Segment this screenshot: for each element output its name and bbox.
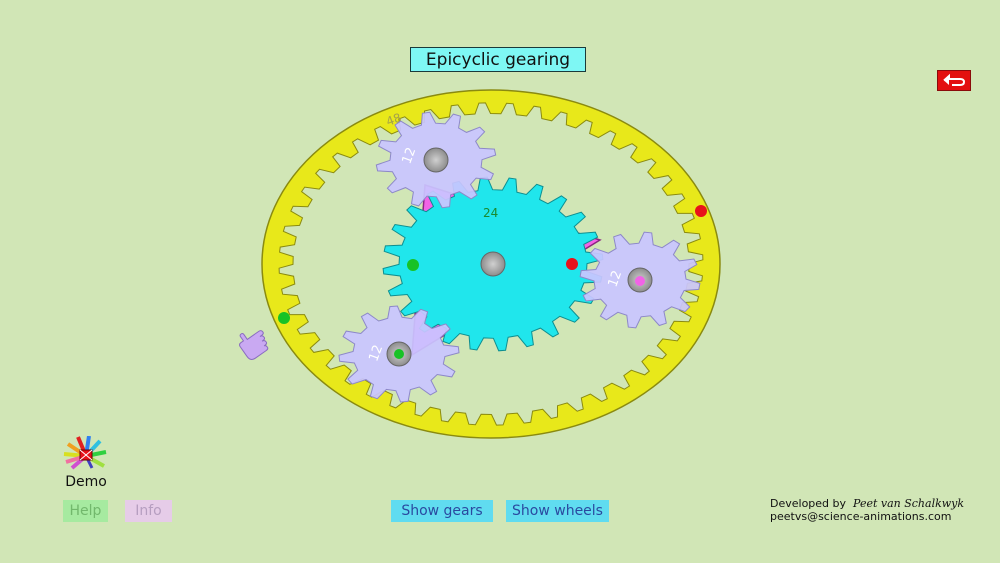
sun-marker-red xyxy=(566,258,578,270)
planet-center-marker xyxy=(394,349,404,359)
planet-center-marker xyxy=(635,276,645,286)
planet-teeth-label: 12 xyxy=(366,343,386,364)
planet-gear[interactable]: 12 xyxy=(375,111,497,209)
ring-marker-red xyxy=(695,205,707,217)
planet-gear[interactable]: 12 xyxy=(579,231,701,329)
sun-marker-green xyxy=(407,259,419,271)
ring-marker-green xyxy=(278,312,290,324)
demo-icon[interactable] xyxy=(58,436,114,480)
info-button[interactable]: Info xyxy=(125,500,172,522)
back-arrow-icon xyxy=(943,73,966,86)
sun-teeth-label: 24 xyxy=(483,206,498,220)
hand-cursor-icon xyxy=(239,330,269,360)
sun-hub xyxy=(480,251,506,277)
planet-gear[interactable]: 12 xyxy=(338,305,460,403)
show-wheels-button[interactable]: Show wheels xyxy=(506,500,609,522)
author-email[interactable]: peetvs@science-animations.com xyxy=(770,510,952,523)
planet-teeth-label: 12 xyxy=(606,269,626,290)
credits: Developed by Peet van Schalkwyk peetvs@s… xyxy=(770,497,964,523)
planet-teeth-label: 12 xyxy=(400,145,420,166)
sun-gear[interactable]: 24 xyxy=(382,176,604,352)
back-button[interactable] xyxy=(937,70,971,91)
demo-label[interactable]: Demo xyxy=(65,474,107,490)
developed-by-label: Developed by xyxy=(770,497,847,510)
show-gears-button[interactable]: Show gears xyxy=(391,500,493,522)
author-name: Peet van Schalkwyk xyxy=(853,497,965,510)
page-title: Epicyclic gearing xyxy=(410,47,586,72)
help-button[interactable]: Help xyxy=(63,500,108,522)
